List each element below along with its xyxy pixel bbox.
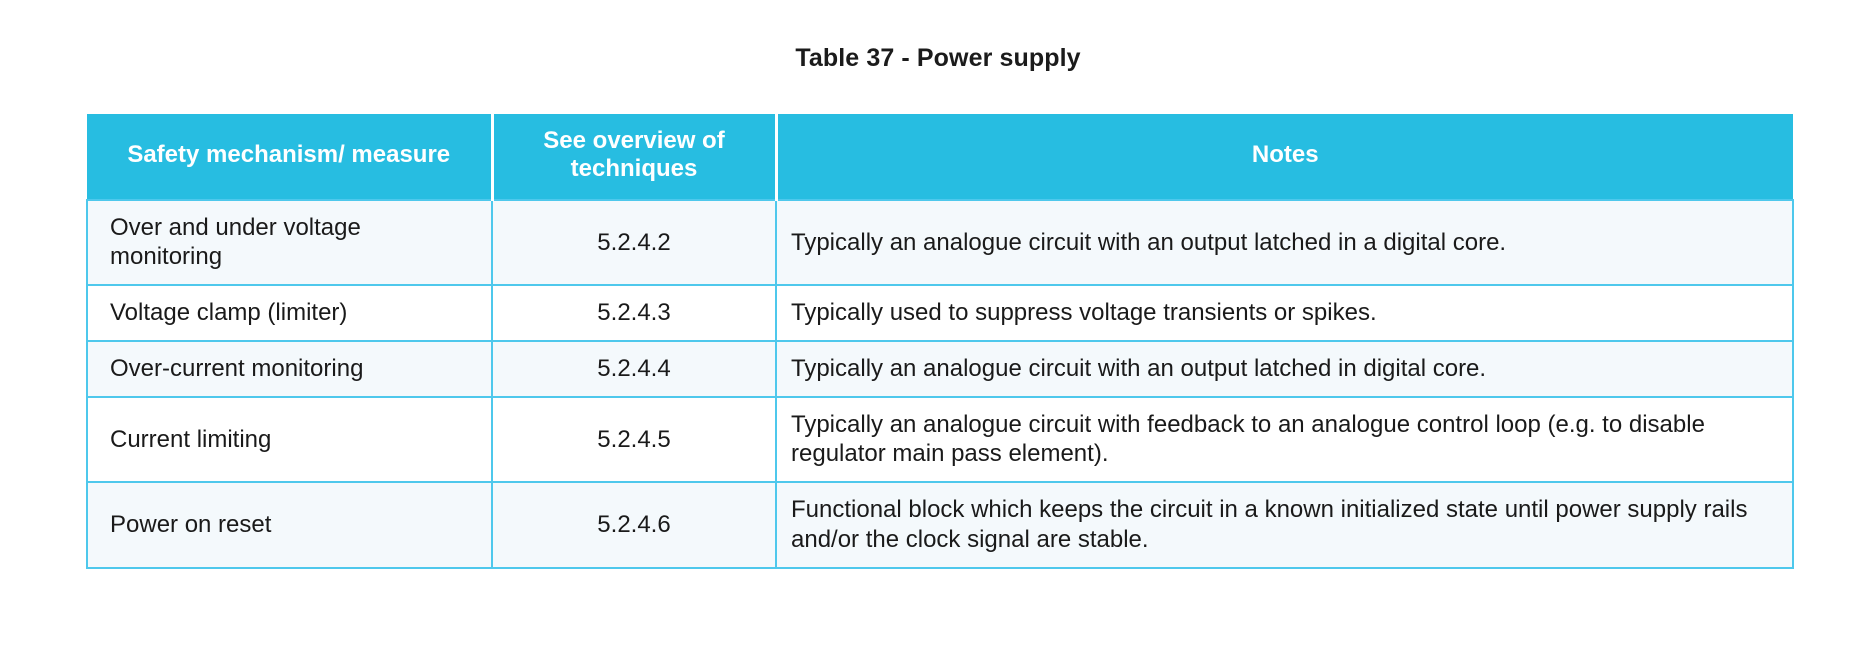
cell-safety-mechanism: Voltage clamp (limiter) bbox=[86, 284, 493, 342]
cell-safety-mechanism: Over and under voltage monitoring bbox=[86, 198, 493, 287]
cell-technique-reference: 5.2.4.2 bbox=[491, 198, 777, 287]
table-row: Voltage clamp (limiter) 5.2.4.3 Typicall… bbox=[86, 284, 1794, 342]
table-container: Safety mechanism/ measure See overview o… bbox=[86, 114, 1794, 569]
table-row: Current limiting 5.2.4.5 Typically an an… bbox=[86, 395, 1794, 484]
cell-technique-reference: 5.2.4.5 bbox=[491, 395, 777, 484]
cell-safety-mechanism: Current limiting bbox=[86, 395, 493, 484]
table-row: Over and under voltage monitoring 5.2.4.… bbox=[86, 198, 1794, 287]
cell-notes: Functional block which keeps the circuit… bbox=[775, 481, 1794, 569]
header-row: Safety mechanism/ measure See overview o… bbox=[87, 114, 1793, 200]
column-header-notes: Notes bbox=[776, 114, 1793, 200]
cell-notes: Typically used to suppress voltage trans… bbox=[775, 284, 1794, 342]
power-supply-table: Safety mechanism/ measure See overview o… bbox=[86, 114, 1794, 569]
cell-technique-reference: 5.2.4.3 bbox=[491, 284, 777, 342]
column-header-safety-mechanism: Safety mechanism/ measure bbox=[87, 114, 494, 200]
table-caption: Table 37 - Power supply bbox=[795, 44, 1081, 72]
cell-notes: Typically an analogue circuit with an ou… bbox=[775, 198, 1794, 287]
cell-technique-reference: 5.2.4.4 bbox=[491, 339, 777, 398]
table-header: Safety mechanism/ measure See overview o… bbox=[87, 114, 1793, 200]
table-body: Over and under voltage monitoring 5.2.4.… bbox=[86, 198, 1794, 569]
column-header-see-overview-of-techniques: See overview of techniques bbox=[492, 114, 778, 200]
cell-notes: Typically an analogue circuit with feedb… bbox=[775, 395, 1794, 484]
cell-notes: Typically an analogue circuit with an ou… bbox=[775, 339, 1794, 398]
cell-safety-mechanism: Over-current monitoring bbox=[86, 339, 493, 398]
cell-technique-reference: 5.2.4.6 bbox=[491, 481, 777, 569]
table-row: Over-current monitoring 5.2.4.4 Typicall… bbox=[86, 339, 1794, 398]
table-row: Power on reset 5.2.4.6 Functional block … bbox=[86, 481, 1794, 569]
cell-safety-mechanism: Power on reset bbox=[86, 481, 493, 569]
